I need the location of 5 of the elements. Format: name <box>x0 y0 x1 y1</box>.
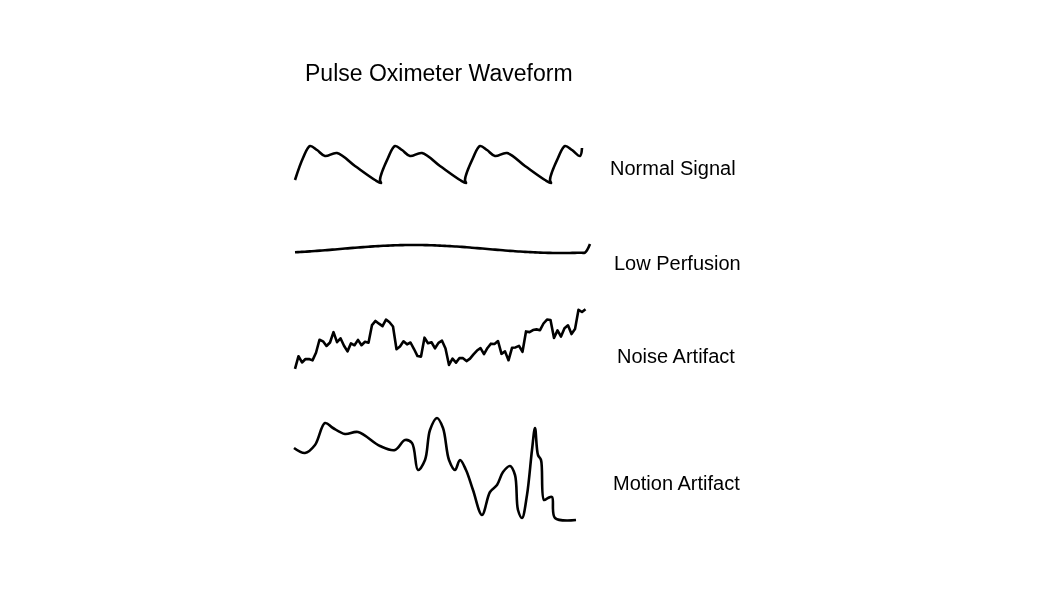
waveform-label: Motion Artifact <box>613 472 740 495</box>
waveform-label: Low Perfusion <box>614 252 741 275</box>
waveform-label: Noise Artifact <box>617 345 735 368</box>
diagram-title: Pulse Oximeter Waveform <box>305 60 573 87</box>
waveform-label: Normal Signal <box>610 157 736 180</box>
